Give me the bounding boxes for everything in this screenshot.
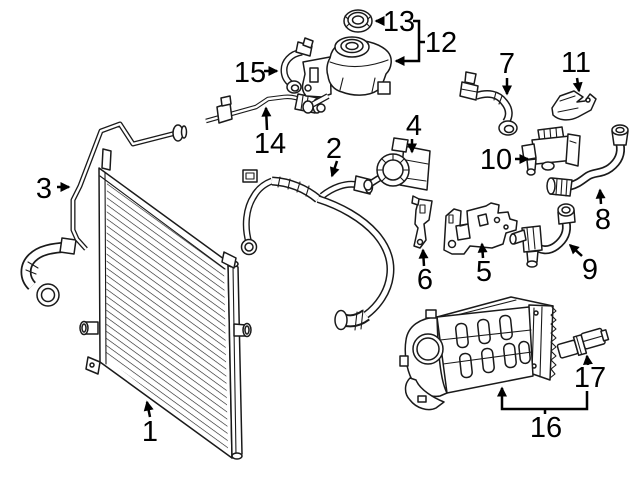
radiator-right-pin	[233, 322, 252, 338]
callout-10: 10	[480, 144, 530, 176]
callout-2-label: 2	[326, 133, 342, 165]
callout-6: 6	[417, 248, 433, 296]
callout-17-arrow	[582, 354, 593, 366]
mounting-bracket-drawing	[443, 202, 518, 255]
callout-17-label: 17	[574, 362, 606, 394]
callout-3: 3	[36, 173, 71, 205]
callout-9-label: 9	[582, 254, 598, 286]
callout-9-arrow	[568, 243, 583, 257]
charge-air-cooler-drawing	[399, 296, 557, 411]
callout-17: 17	[574, 354, 606, 394]
vent-hose-drawing	[280, 37, 314, 94]
expansion-tank-drawing	[301, 36, 392, 114]
callout-2: 2	[326, 133, 342, 178]
callout-2-arrow	[329, 160, 340, 178]
callout-4-label: 4	[406, 110, 422, 142]
callout-1-label: 1	[142, 416, 158, 448]
callout-6-arrow	[418, 248, 429, 267]
callout-8-arrow	[595, 188, 606, 205]
callout-9: 9	[568, 243, 598, 286]
callout-15: 15	[234, 57, 279, 89]
callout-15-label: 15	[234, 57, 266, 89]
callout-14-label: 14	[254, 128, 286, 160]
changeover-valve-drawing	[521, 126, 581, 176]
callout-3-label: 3	[36, 173, 52, 205]
callout-4: 4	[406, 110, 422, 154]
callout-5-label: 5	[476, 256, 492, 288]
sensor-drawing	[556, 327, 610, 359]
callout-14-arrow	[261, 106, 272, 131]
callout-8: 8	[595, 188, 611, 236]
callout-12: 12	[394, 19, 457, 66]
callout-16: 16	[497, 386, 589, 444]
retaining-clip-drawing	[551, 90, 597, 121]
callout-6-label: 6	[417, 264, 433, 296]
coolant-hose-8-drawing	[546, 124, 629, 197]
callout-12-label: 12	[425, 27, 457, 59]
callout-1-arrow	[143, 400, 154, 418]
callout-14: 14	[254, 106, 286, 160]
callout-11-arrow	[572, 77, 583, 93]
callout-5-arrow	[477, 242, 488, 259]
callout-11: 11	[561, 47, 591, 93]
callout-13-label: 13	[383, 6, 415, 38]
callout-7-label: 7	[499, 48, 515, 80]
coolant-pipe-drawing	[20, 121, 188, 307]
callout-11-label: 11	[561, 47, 591, 79]
callout-8-label: 8	[595, 204, 611, 236]
callout-5: 5	[476, 242, 492, 288]
radiator-hose-drawing	[240, 169, 395, 331]
callout-16-label: 16	[530, 412, 562, 444]
callout-7: 7	[499, 48, 515, 96]
callouts: 1 2 3 4 5 6 7 8	[36, 6, 611, 448]
callout-13: 13	[374, 6, 415, 38]
radiator-drawing	[79, 148, 252, 460]
callout-10-label: 10	[480, 144, 512, 176]
connector-hose-drawing	[459, 71, 518, 136]
support-bracket-drawing	[411, 195, 433, 249]
elbow-hose-drawing	[509, 203, 576, 268]
radiator-left-port	[79, 320, 99, 336]
callout-1: 1	[142, 400, 158, 448]
cooler-slots	[454, 314, 531, 379]
aux-water-pump-drawing	[363, 137, 431, 191]
tank-cap-drawing	[343, 9, 373, 33]
